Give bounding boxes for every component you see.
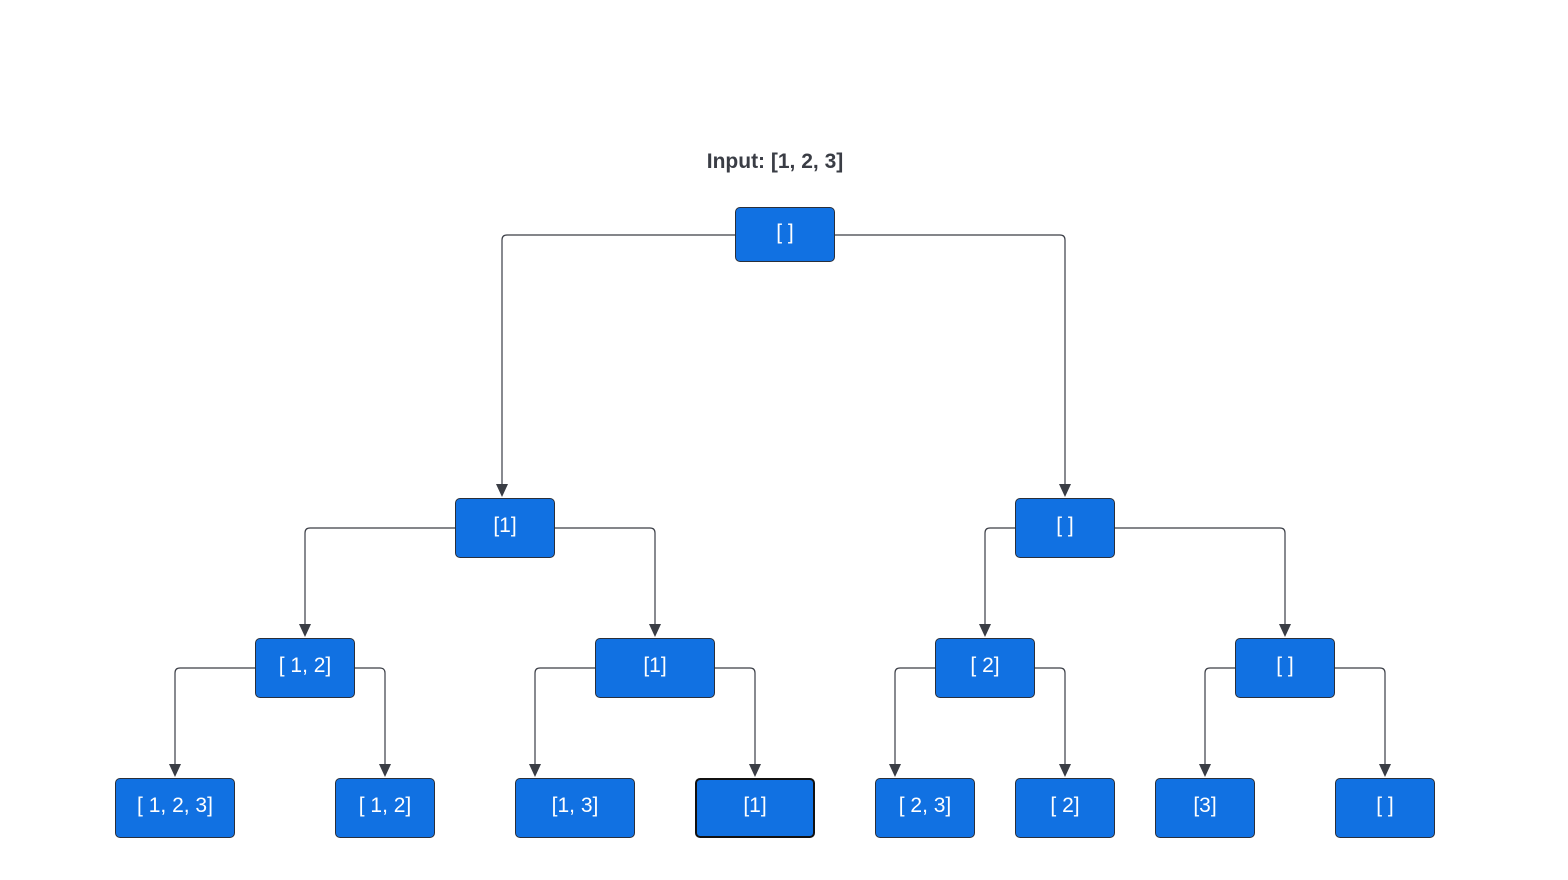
diagram-title: Input: [1, 2, 3] [706, 150, 844, 173]
arrowhead-icon [529, 764, 541, 777]
tree-leaf-6[interactable]: [ 2] [1015, 778, 1115, 838]
arrowhead-icon [649, 624, 661, 637]
arrowhead-icon [1279, 624, 1291, 637]
tree-node-level2-3[interactable]: [ 2] [935, 638, 1035, 698]
edge-rr-rrr [1335, 667, 1386, 764]
edge-left-lr [555, 527, 656, 624]
edge-rl-rll [894, 667, 935, 764]
tree-node-level1-left[interactable]: [1] [455, 498, 555, 558]
tree-leaf-3[interactable]: [1, 3] [515, 778, 635, 838]
arrowhead-icon [496, 484, 508, 497]
arrowhead-icon [1059, 484, 1071, 497]
tree-node-level2-4[interactable]: [ ] [1235, 638, 1335, 698]
edge-ll-lll [174, 667, 255, 764]
tree-leaf-8[interactable]: [ ] [1335, 778, 1435, 838]
arrowhead-icon [1379, 764, 1391, 777]
arrowhead-icon [1199, 764, 1211, 777]
edge-root-left [501, 234, 735, 484]
tree-leaf-1[interactable]: [ 1, 2, 3] [115, 778, 235, 838]
edge-right-rr [1115, 527, 1286, 624]
edge-root-right [835, 234, 1066, 484]
tree-node-level1-right[interactable]: [ ] [1015, 498, 1115, 558]
arrowhead-icon [889, 764, 901, 777]
edge-left-ll [304, 527, 455, 624]
tree-node-level2-1[interactable]: [ 1, 2] [255, 638, 355, 698]
tree-leaf-4[interactable]: [1] [695, 778, 815, 838]
tree-leaf-7[interactable]: [3] [1155, 778, 1255, 838]
tree-node-level2-2[interactable]: [1] [595, 638, 715, 698]
edge-right-rl [984, 527, 1015, 624]
edge-rr-rrl [1204, 667, 1235, 764]
edge-rl-rlr [1035, 667, 1066, 764]
edge-lr-lrl [534, 667, 595, 764]
edge-lr-lrr [715, 667, 756, 764]
edge-ll-llr [355, 667, 386, 764]
arrowhead-icon [1059, 764, 1071, 777]
arrowhead-icon [169, 764, 181, 777]
arrowhead-icon [299, 624, 311, 637]
arrowhead-icon [979, 624, 991, 637]
arrowhead-icon [749, 764, 761, 777]
arrowhead-icon [379, 764, 391, 777]
tree-node-root[interactable]: [ ] [735, 207, 835, 262]
tree-leaf-2[interactable]: [ 1, 2] [335, 778, 435, 838]
tree-leaf-5[interactable]: [ 2, 3] [875, 778, 975, 838]
